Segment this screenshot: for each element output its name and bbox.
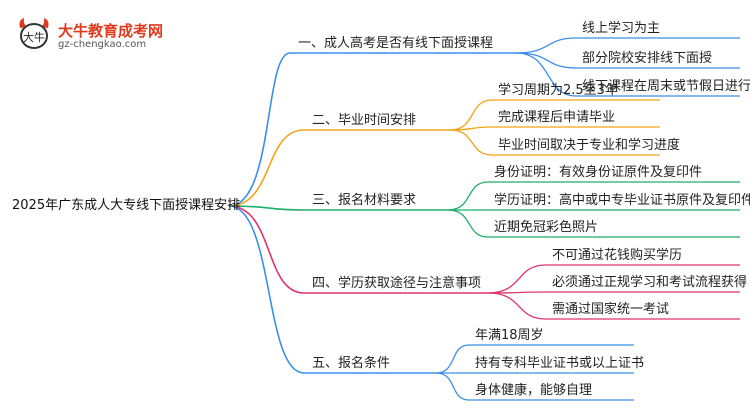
leaf-connector: [449, 126, 493, 131]
leaf-connector: [487, 292, 547, 320]
leaf-connector: [515, 52, 577, 97]
leaf-connector: [435, 372, 470, 401]
leaf-label: 部分院校安排线下面授: [582, 51, 713, 66]
leaf-label: 学习周期为2.5至3年: [498, 83, 618, 98]
leaf-connector: [447, 181, 489, 211]
leaf-label: 线上学习为主: [582, 21, 661, 36]
branch-label: 一、成人高考是否有线下面授课程: [298, 36, 494, 51]
leaf-connector: [435, 344, 470, 374]
logo-mark-text: 大牛: [23, 30, 45, 44]
leaf-label: 需通过国家统一考试: [552, 302, 670, 317]
root-topic: 2025年广东成人大专线下面授课程安排: [12, 198, 241, 213]
branch-label: 二、毕业时间安排: [312, 113, 417, 128]
branch-connector: [228, 205, 305, 374]
branch-connector: [228, 52, 291, 207]
leaf-label: 不可通过花钱购买学历: [552, 248, 683, 263]
leaf-label: 毕业时间取决于专业和学习进度: [498, 138, 681, 153]
bull-logo-icon: 大牛: [19, 18, 49, 49]
brand-logo: 大牛 大牛教育成考网 gz-chengkao.com: [14, 14, 164, 54]
brand-url: gz-chengkao.com: [58, 39, 147, 50]
leaf-label: 年满18周岁: [475, 328, 544, 343]
branch-connector: [228, 129, 305, 207]
leaf-connector: [447, 209, 489, 238]
leaf-label: 身体健康，能够自理: [475, 383, 593, 398]
leaf-label: 学历证明：高中或中专毕业证书原件及复印件: [494, 193, 750, 208]
leaf-connector: [515, 37, 577, 54]
branch-connector: [228, 205, 305, 294]
leaf-label: 线下课程在周末或节假日进行: [582, 79, 750, 94]
branch-connector: [228, 205, 305, 211]
leaf-connector: [487, 264, 547, 294]
leaf-connector: [449, 129, 493, 156]
leaf-connector: [515, 52, 577, 69]
branch-label: 四、学历获取途径与注意事项: [312, 276, 482, 291]
brand-title: 大牛教育成考网: [58, 22, 164, 40]
leaf-label: 近期免冠彩色照片: [494, 220, 599, 235]
leaf-label: 完成课程后申请毕业: [498, 110, 616, 125]
leaf-label: 持有专科毕业证书或以上证书: [475, 356, 645, 371]
leaf-label: 必须通过正规学习和考试流程获得: [552, 275, 748, 290]
branch-label: 五、报名条件: [312, 356, 391, 371]
leaf-label: 身份证明：有效身份证原件及复印件: [494, 165, 703, 180]
leaf-connector: [449, 99, 493, 131]
branch-label: 三、报名材料要求: [312, 193, 417, 208]
